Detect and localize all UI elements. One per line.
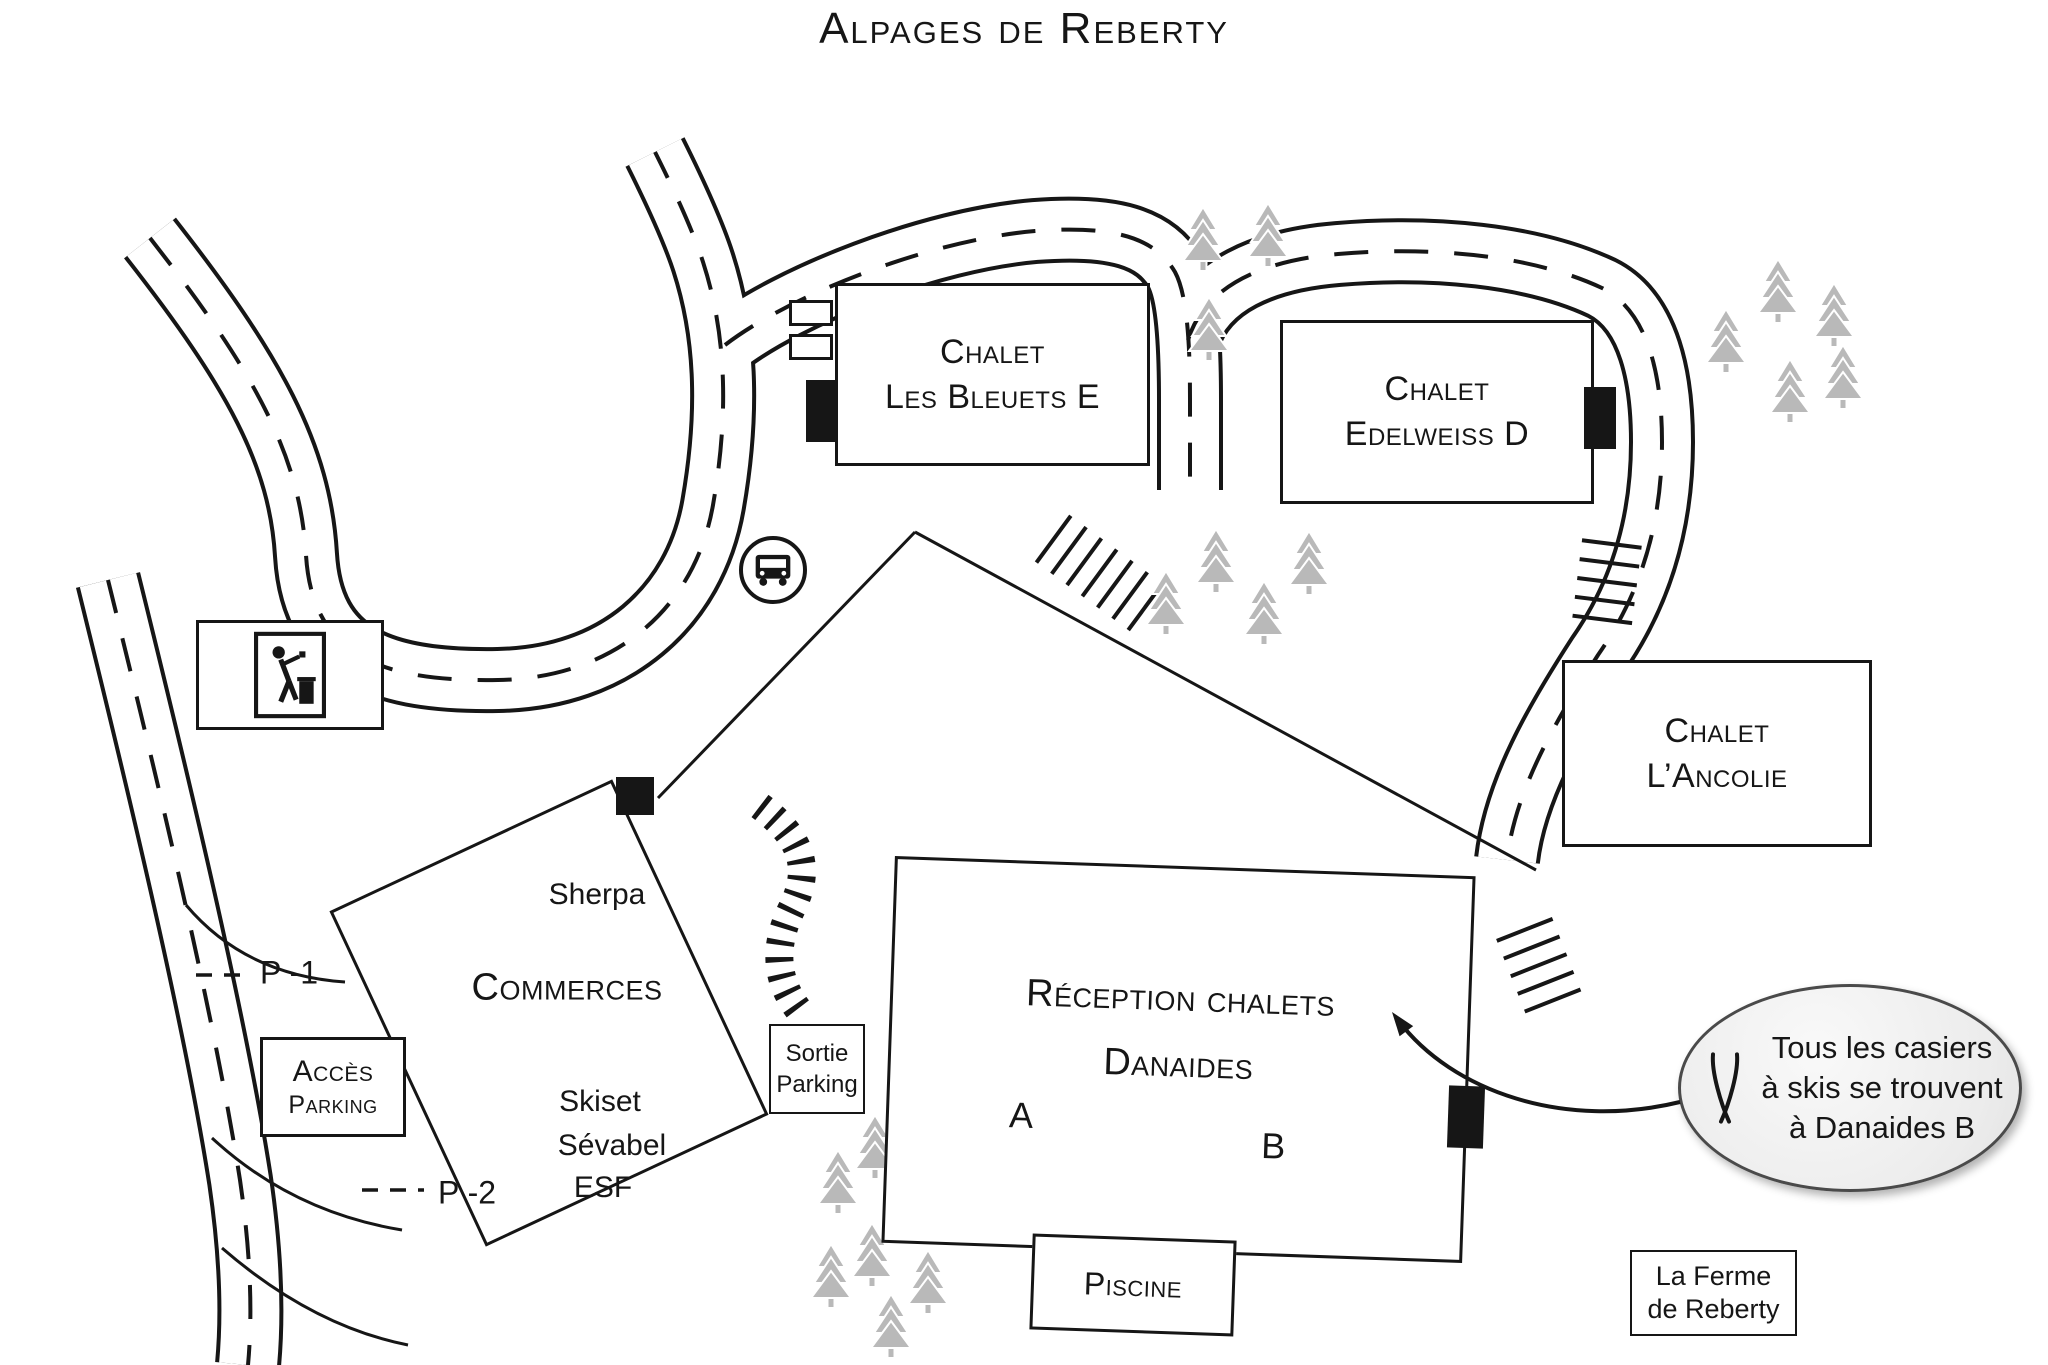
pine-tree-icon — [1705, 308, 1747, 374]
road-loop — [124, 137, 757, 714]
pine-tree-icon — [1247, 202, 1289, 268]
callout-line1: Tous les casiers — [1771, 1030, 1993, 1066]
entrance-marker-reception — [1446, 1085, 1486, 1149]
pine-tree-icon — [810, 1243, 852, 1309]
entrance-marker-bleuets — [806, 380, 838, 442]
entrance-marker-edelweiss — [1584, 387, 1616, 449]
commerces-esf-label: ESF — [573, 1171, 633, 1204]
building-label: Edelweiss D — [1344, 415, 1530, 453]
commerces-corner-marker — [616, 777, 654, 815]
ski-lockers-callout: Tous les casiers à skis se trouvent à Da… — [1678, 984, 2022, 1192]
waste-point-icon — [254, 631, 326, 719]
building-label: Les Bleuets E — [884, 377, 1101, 416]
commerces-sevabel-label: Sévabel — [557, 1129, 667, 1162]
callout-line2: à skis se trouvent — [1761, 1070, 2003, 1106]
pine-tree-icon — [1145, 570, 1187, 636]
la-ferme-de-reberty-box: La Ferme de Reberty — [1630, 1250, 1797, 1336]
pine-tree-icon — [1188, 296, 1230, 362]
sortie-label2: Parking — [776, 1070, 858, 1098]
parking-level-1-label: P -1 — [259, 954, 319, 991]
building-chalet-edelweiss-d: Chalet Edelweiss D — [1280, 320, 1594, 504]
pine-tree-icon — [1757, 258, 1799, 324]
acces-parking-box: Accès Parking — [260, 1037, 406, 1137]
pine-tree-icon — [1288, 530, 1330, 596]
stairway-path — [751, 794, 816, 1024]
pine-tree-icon — [1182, 206, 1224, 272]
building-piscine: Piscine — [1029, 1233, 1237, 1337]
stairs-east — [1572, 538, 1642, 626]
bus-stop-sign — [739, 536, 807, 604]
crossed-skis-icon — [1711, 1052, 1740, 1124]
parking-level-2-label: P -2 — [437, 1174, 497, 1211]
building-chalet-les-bleuets-e: Chalet Les Bleuets E — [835, 283, 1150, 466]
waste-point-box — [196, 620, 384, 730]
building-label: Danaides — [1102, 1040, 1255, 1089]
callout-line3: à Danaides B — [1788, 1109, 1976, 1145]
p2-lower-curve — [221, 1246, 409, 1347]
building-label: Chalet — [940, 332, 1045, 371]
pine-tree-icon — [817, 1149, 859, 1215]
pine-tree-icon — [1769, 358, 1811, 424]
building-reception-danaides: Réception chalets Danaides A B — [881, 855, 1476, 1264]
map-title: Alpages de Reberty — [819, 4, 1229, 53]
pine-tree-icon — [870, 1293, 912, 1359]
pine-tree-icon — [1195, 528, 1237, 594]
unit-b-label: B — [1260, 1124, 1287, 1167]
building-label: Chalet — [1664, 711, 1770, 750]
utility-box-top — [789, 300, 833, 326]
unit-a-label: A — [1008, 1094, 1034, 1136]
pine-tree-icon — [1822, 344, 1864, 410]
footpath-to-reception — [914, 530, 1537, 872]
stairs-center — [1034, 514, 1176, 640]
commerces-label: Commerces — [471, 966, 663, 1009]
sortie-parking-box: Sortie Parking — [769, 1024, 865, 1114]
acces-label: Accès — [292, 1054, 374, 1088]
pine-tree-icon — [907, 1249, 949, 1315]
building-label: Chalet — [1384, 370, 1490, 408]
building-commerces — [329, 779, 769, 1247]
stairs-reception — [1496, 916, 1582, 1016]
sortie-label: Sortie — [785, 1039, 849, 1067]
p2-access-curve — [210, 1136, 403, 1232]
bus-icon — [755, 554, 791, 586]
pine-tree-icon — [1813, 282, 1855, 348]
building-label: Réception chalets — [1025, 972, 1336, 1025]
utility-box-bottom — [789, 334, 833, 360]
ferme-label: La Ferme — [1655, 1261, 1772, 1291]
building-label: L’Ancolie — [1646, 756, 1788, 795]
building-chalet-ancolie: Chalet L’Ancolie — [1562, 660, 1872, 847]
pine-tree-icon — [1243, 580, 1285, 646]
building-label: Piscine — [1083, 1264, 1183, 1305]
commerces-skiset-label: Skiset — [559, 1085, 641, 1118]
ferme-label2: de Reberty — [1647, 1294, 1780, 1324]
callout-text: Tous les casiers à skis se trouvent à Da… — [1761, 1028, 2002, 1147]
acces-label2: Parking — [288, 1090, 378, 1119]
commerces-sherpa-label: Sherpa — [548, 878, 646, 911]
